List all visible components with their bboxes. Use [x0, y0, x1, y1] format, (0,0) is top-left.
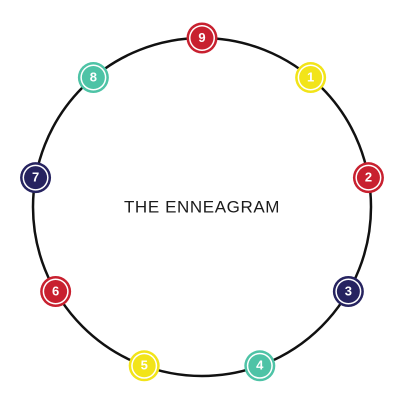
node-5-disc: [132, 354, 156, 378]
node-8-disc: [81, 66, 105, 90]
node-6-disc: [44, 280, 68, 303]
node-3-disc: [336, 280, 360, 303]
node-7: 7: [20, 162, 52, 194]
node-9: 9: [186, 22, 218, 54]
node-5: 5: [128, 350, 160, 382]
node-6: 6: [40, 276, 72, 307]
node-2-label: 2: [365, 170, 372, 185]
node-4-disc: [248, 354, 272, 378]
node-8: 8: [77, 62, 109, 94]
node-1: 1: [295, 62, 327, 94]
node-7-disc: [24, 166, 48, 190]
node-1-disc: [299, 66, 323, 90]
diagram-title: THE ENNEAGRAM: [124, 197, 280, 216]
node-2-disc: [356, 166, 380, 190]
node-8-label: 8: [90, 69, 97, 84]
node-3-label: 3: [345, 283, 352, 298]
node-4-label: 4: [256, 358, 264, 373]
node-4: 4: [244, 350, 276, 382]
node-9-disc: [190, 26, 214, 50]
node-9-label: 9: [198, 30, 205, 45]
nodes-layer: 9 1 2 3 4 5 6 7 8: [20, 22, 384, 382]
node-6-label: 6: [52, 283, 59, 298]
node-5-label: 5: [141, 358, 148, 373]
node-1-label: 1: [307, 69, 314, 84]
node-7-label: 7: [32, 170, 39, 185]
node-2: 2: [352, 162, 384, 194]
node-3: 3: [332, 276, 364, 307]
